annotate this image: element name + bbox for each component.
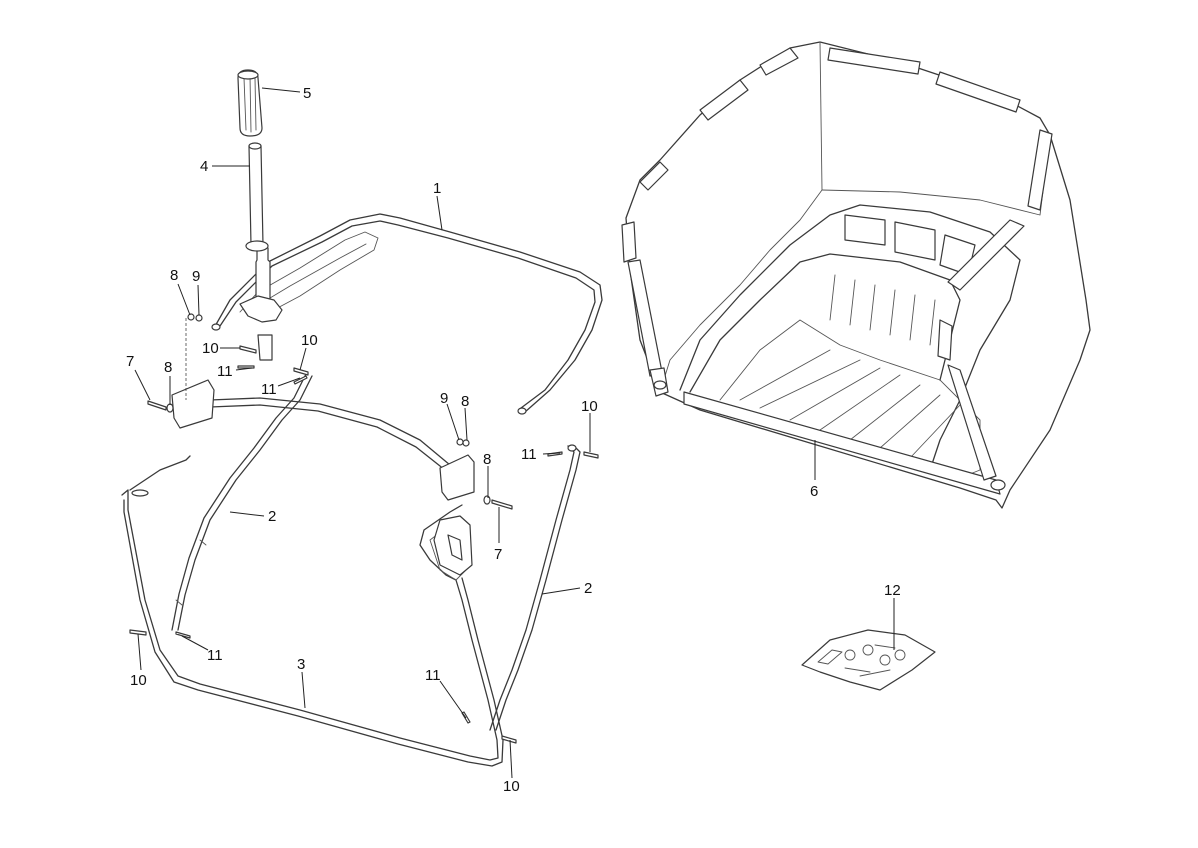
callout-4: 4 [200, 158, 208, 175]
part-2-left-arch [171, 373, 457, 631]
callout-10-b: 10 [301, 332, 318, 349]
callout-10-c: 10 [581, 398, 598, 415]
callout-8-mid: 8 [461, 393, 469, 410]
callout-8-right: 8 [483, 451, 491, 468]
callout-9-mid: 9 [440, 390, 448, 407]
callout-12: 12 [884, 582, 901, 599]
part-4-tube [239, 142, 283, 361]
callout-10-d: 10 [130, 672, 147, 689]
callout-2-left: 2 [268, 508, 276, 525]
fasteners [129, 313, 599, 744]
callout-11-e: 11 [425, 667, 441, 684]
callout-11-b: 11 [261, 381, 277, 398]
callout-3: 3 [297, 656, 305, 673]
callout-11-a: 11 [217, 363, 233, 380]
callout-10-e: 10 [503, 778, 520, 795]
part-6-grass-bag [621, 41, 1091, 509]
callout-1: 1 [433, 180, 441, 197]
callout-11-c: 11 [521, 446, 537, 463]
part-2-right-tube [489, 444, 581, 731]
callout-8-top: 8 [170, 267, 178, 284]
callout-8-left: 8 [164, 359, 172, 376]
part-3-lower-frame [121, 379, 504, 767]
callout-7-right: 7 [494, 546, 502, 563]
leader-lines [134, 87, 895, 779]
callout-9-top: 9 [192, 268, 200, 285]
callout-2-right: 2 [584, 580, 592, 597]
part-5-grip [237, 69, 263, 137]
callout-labels: 1 2 2 3 4 5 6 7 7 8 8 8 8 9 9 10 10 10 1… [126, 85, 901, 795]
callout-7-left: 7 [126, 353, 134, 370]
callout-11-d: 11 [207, 647, 223, 664]
callout-10-a: 10 [202, 340, 219, 357]
part-12-hardware-bag [801, 629, 936, 691]
callout-5: 5 [303, 85, 311, 102]
callout-6: 6 [810, 483, 818, 500]
bag-rim-tubes [621, 47, 1053, 481]
